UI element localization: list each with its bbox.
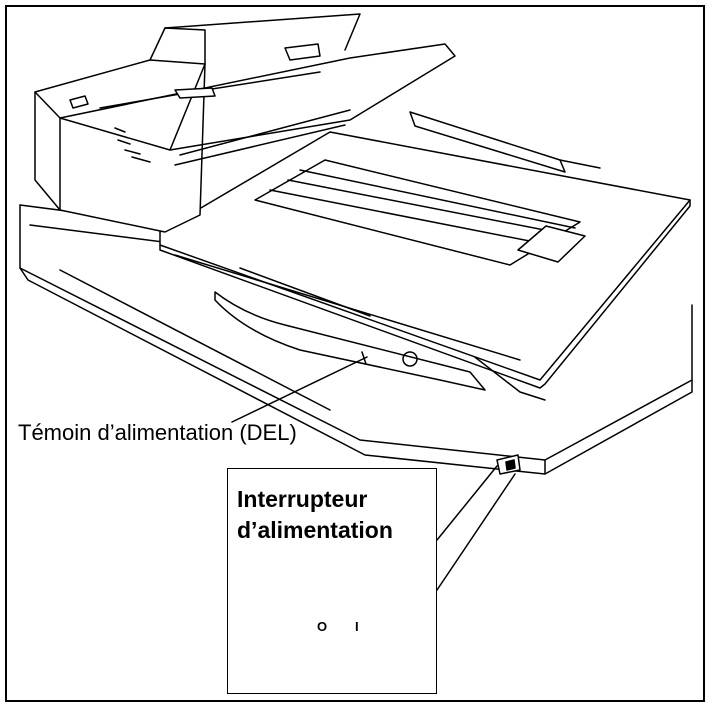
power-switch-title: Interrupteur d’alimentation <box>237 484 393 546</box>
figure-frame <box>5 5 705 702</box>
switch-off-symbol: O <box>317 619 328 634</box>
switch-on-symbol: I <box>355 619 359 634</box>
leader-lines <box>231 356 516 591</box>
switch-leader-line-bottom <box>436 473 516 591</box>
flatbed-lid <box>159 111 691 389</box>
switch-leader-line-top <box>436 465 498 541</box>
power-led-indicator <box>402 351 418 367</box>
power-switch-callout: Interrupteur d’alimentation O I <box>227 468 437 694</box>
power-led-label: Témoin d’alimentation (DEL) <box>18 420 297 445</box>
led-leader-line <box>231 356 368 423</box>
power-switch-title-line1: Interrupteur <box>237 486 368 512</box>
document-feeder <box>34 13 456 233</box>
power-switch-title-line2: d’alimentation <box>237 517 393 543</box>
body-power-switch <box>496 454 521 475</box>
output-tray <box>214 267 486 391</box>
